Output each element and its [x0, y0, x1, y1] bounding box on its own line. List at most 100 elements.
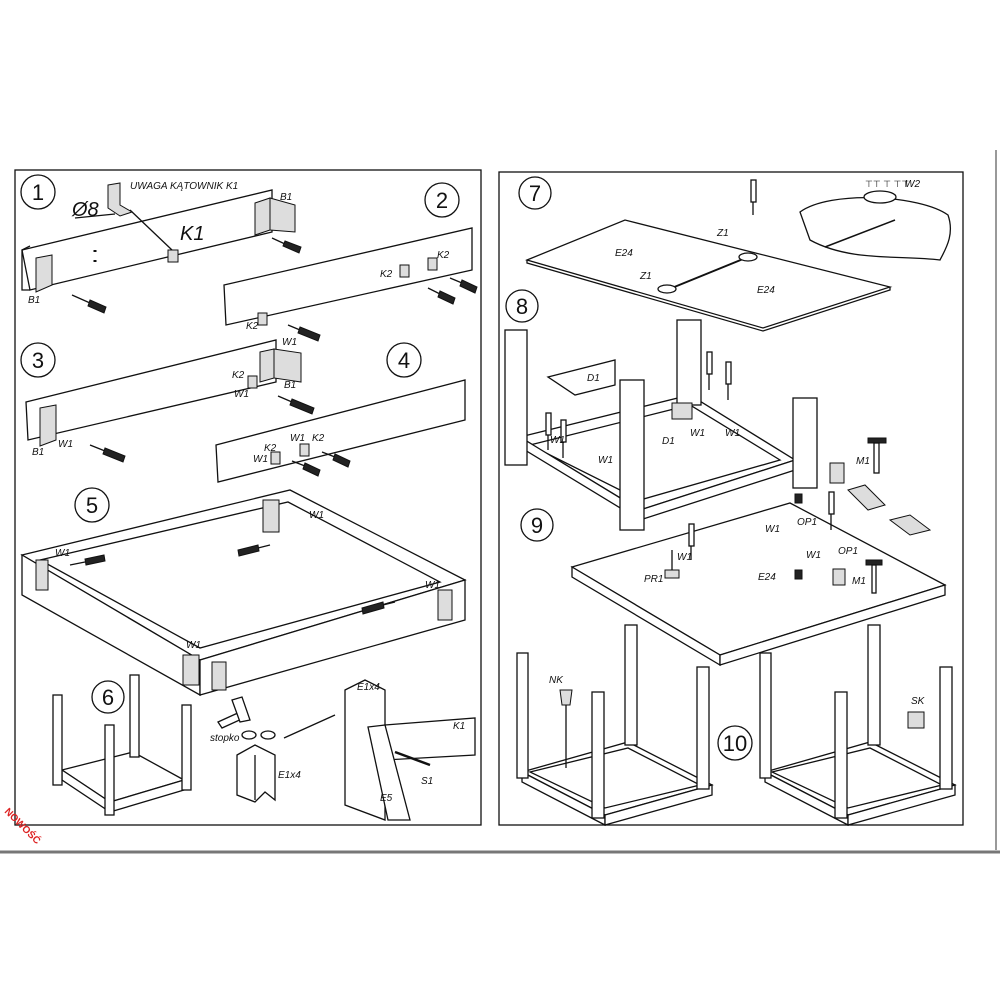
table-upside-down: [759, 624, 957, 827]
rail-board: [223, 227, 473, 326]
screwdriver-icon: [560, 419, 567, 458]
screwdriver-icon: [277, 395, 315, 415]
step-number: 9: [531, 513, 543, 538]
detail-bubble: [799, 196, 952, 261]
part-label-d1: D1: [587, 373, 600, 384]
table-leg: [181, 704, 192, 791]
b1-bracket-icon: [437, 589, 453, 621]
part-label-b1: B1: [28, 295, 40, 306]
table-leg: [104, 724, 115, 816]
part-label-op1: OP1: [797, 517, 817, 528]
screwdriver-icon: [361, 601, 396, 615]
screwdriver-icon: [89, 444, 126, 463]
b1-bracket-icon: [35, 559, 49, 591]
part-label-m1: M1: [856, 456, 870, 467]
part-label-nk: NK: [549, 675, 564, 686]
part-label-z1: Z1: [639, 271, 652, 282]
part-label-m1: M1: [852, 576, 866, 587]
step-number-circle: [20, 174, 56, 210]
hammer-icon: [217, 696, 251, 729]
k2-bracket-icon: [257, 312, 268, 326]
diameter-label: Ø8: [71, 199, 99, 221]
step-7: 7 ⊤⊤ ⊤ ⊤⊤ E24 E24 Z1 Z1 W2: [518, 176, 952, 332]
b1-bracket-icon: [273, 348, 302, 383]
k2-bracket-icon: [299, 443, 310, 457]
d1-panel: [546, 359, 616, 396]
k2-bracket-icon: [270, 451, 281, 465]
part-label-w1: W1: [186, 640, 201, 651]
threaded-insert-icon: [794, 493, 803, 504]
part-label-w1: W1: [690, 428, 705, 439]
k2-bracket-icon: [399, 264, 410, 278]
screwdriver-icon: [750, 179, 757, 215]
leg-block: [236, 744, 276, 803]
screwdriver-icon: [706, 351, 713, 390]
step-2: 2 K2 K2 K2: [223, 182, 478, 342]
step-number: 2: [436, 188, 448, 213]
part-label-k2: K2: [437, 250, 450, 261]
step-6: 6 stopko E1x4 E1x4 K1 S1 E5: [52, 674, 476, 821]
part-label-d1: D1: [662, 436, 675, 447]
table-leg: [619, 379, 645, 531]
part-label-w1: W1: [806, 550, 821, 561]
part-label-b1: B1: [280, 192, 292, 203]
svg-text:⊤⊤ ⊤ ⊤⊤: ⊤⊤ ⊤ ⊤⊤: [865, 179, 909, 189]
part-label-b1: B1: [32, 447, 44, 458]
step-number: 3: [32, 348, 44, 373]
part-label-k1: K1: [180, 223, 204, 245]
k2-bracket-icon: [427, 257, 438, 271]
step-3: 3 W1 K2 B1 W1 W1 B1: [20, 337, 315, 463]
part-label-s1: S1: [421, 776, 433, 787]
part-label-sk: SK: [911, 696, 926, 707]
hammer-icon: [865, 559, 883, 594]
screwdriver-icon: [291, 460, 321, 477]
part-label-w1: W1: [253, 454, 268, 465]
threaded-insert-icon: [794, 569, 803, 580]
table-leg: [792, 397, 818, 489]
step-8: 8 D1 W1 D1 W1 W1 W1 M1: [504, 289, 932, 536]
foot-pad-icon: [260, 730, 276, 740]
screwdriver-icon: [237, 544, 271, 557]
step-number: 8: [516, 294, 528, 319]
b1-bracket-icon: [182, 654, 200, 686]
pr1-bracket-icon: [664, 569, 680, 579]
part-label-w1: W1: [282, 337, 297, 348]
rail-board: [215, 379, 466, 483]
part-label-w1: W1: [58, 439, 73, 450]
step-number: 10: [723, 731, 747, 756]
part-label-k2: K2: [246, 321, 259, 332]
table-leg: [129, 674, 140, 758]
k1-bracket-icon: [167, 249, 179, 263]
part-label-w1: W1: [765, 524, 780, 535]
part-label-w2: W2: [905, 179, 920, 190]
screwdriver-icon: [545, 412, 552, 450]
part-label-k2: K2: [264, 443, 277, 454]
screwdriver-icon: [71, 294, 107, 314]
part-label-z1: Z1: [716, 228, 729, 239]
part-label-w1: W1: [725, 428, 740, 439]
sk-bracket-icon: [907, 711, 925, 729]
screwdriver-icon: [828, 491, 835, 530]
b1-bracket-icon: [671, 402, 693, 420]
step-number: 6: [102, 685, 114, 710]
part-label-stopko: stopko: [210, 733, 240, 744]
threaded-insert-icon: [832, 568, 846, 586]
screwdriver-icon: [69, 554, 106, 566]
part-label-k1: K1: [453, 721, 465, 732]
step-1: 1 UWAGA KĄTOWNIK K1 Ø8 K1 B1 B1: [20, 174, 302, 314]
part-label-w1: W1: [234, 389, 249, 400]
b1-bracket-icon: [262, 499, 280, 533]
step-10: 10 NK SK: [516, 624, 957, 827]
screwdriver-icon: [271, 237, 302, 254]
part-label-op1: OP1: [838, 546, 858, 557]
table-leg: [676, 319, 702, 406]
warning-note: UWAGA KĄTOWNIK K1: [130, 181, 238, 192]
part-label-e24: E24: [615, 248, 633, 259]
k2-bracket-icon: [247, 375, 258, 389]
table-leg: [52, 694, 63, 786]
screwdriver-icon: [427, 287, 456, 305]
part-label-pr1: PR1: [644, 574, 663, 585]
part-label-e24: E24: [758, 572, 776, 583]
table-leg: [504, 329, 528, 466]
